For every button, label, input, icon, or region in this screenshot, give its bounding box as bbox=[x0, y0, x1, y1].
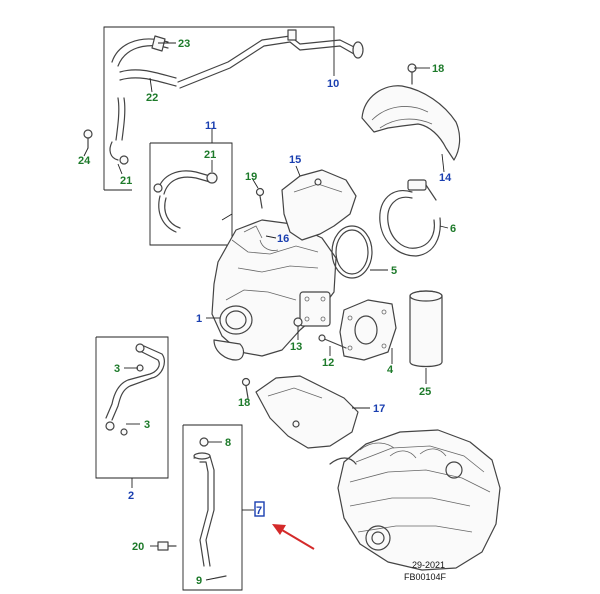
callout-9: 9 bbox=[196, 575, 202, 587]
callout-16: 16 bbox=[277, 233, 289, 245]
v-clamp-6 bbox=[379, 179, 441, 257]
engine-block bbox=[329, 429, 501, 571]
leader-lines bbox=[83, 42, 449, 581]
pipe-10 bbox=[177, 29, 364, 89]
callout-1: 1 bbox=[196, 313, 202, 325]
hose-21a bbox=[109, 141, 129, 165]
callout-23: 23 bbox=[178, 38, 190, 50]
red-arrow-icon bbox=[272, 524, 315, 550]
callout-18b: 18 bbox=[238, 397, 250, 409]
pipe-7 bbox=[193, 437, 227, 579]
callout-2: 2 bbox=[128, 490, 134, 502]
filter-25 bbox=[409, 290, 443, 368]
callout-13: 13 bbox=[290, 341, 302, 353]
stud-12 bbox=[318, 334, 347, 349]
bolt-13 bbox=[293, 317, 303, 327]
gasket-5 bbox=[331, 225, 373, 279]
callout-20: 20 bbox=[132, 541, 144, 553]
callout-14: 14 bbox=[439, 172, 452, 184]
turbocharger-1 bbox=[211, 219, 337, 361]
callout-3b: 3 bbox=[144, 419, 150, 431]
group-box-11 bbox=[149, 142, 233, 246]
callout-25: 25 bbox=[419, 386, 431, 398]
bolt-20 bbox=[157, 541, 177, 551]
callout-17: 17 bbox=[373, 403, 385, 415]
highlight-box-7 bbox=[254, 501, 265, 517]
bolt-18a bbox=[407, 63, 417, 85]
bolt-24 bbox=[83, 129, 93, 149]
callout-6: 6 bbox=[450, 223, 456, 235]
callout-11: 11 bbox=[205, 120, 217, 132]
callout-21a: 21 bbox=[204, 149, 216, 161]
pipe-2 bbox=[105, 343, 165, 436]
heat-shield-17 bbox=[255, 375, 359, 449]
hose-22 bbox=[115, 69, 177, 141]
callout-5: 5 bbox=[391, 265, 397, 277]
callout-labels: 1 2 3 3 4 5 6 7 8 9 10 11 12 13 14 15 16… bbox=[78, 38, 456, 587]
hose-23 bbox=[111, 35, 169, 67]
group-box-2 bbox=[95, 336, 169, 479]
footer-date: 29-2021 bbox=[412, 560, 445, 570]
group-box-7 bbox=[182, 424, 243, 591]
callout-12: 12 bbox=[322, 357, 334, 369]
callout-7: 7 bbox=[256, 505, 262, 517]
callout-22: 22 bbox=[146, 92, 158, 104]
callout-10: 10 bbox=[327, 78, 339, 90]
gasket-12 bbox=[339, 299, 397, 361]
heat-shield-15 bbox=[281, 169, 357, 241]
pipe-11 bbox=[153, 170, 218, 233]
footer-code: FB00104F bbox=[404, 572, 447, 582]
bolt-18b bbox=[241, 377, 251, 399]
bolt-19 bbox=[255, 187, 265, 209]
callout-3a: 3 bbox=[114, 363, 120, 375]
group-box-10 bbox=[103, 26, 335, 191]
callout-8: 8 bbox=[225, 437, 231, 449]
callout-15: 15 bbox=[289, 154, 301, 166]
callout-21b: 21 bbox=[120, 175, 132, 187]
callout-24: 24 bbox=[78, 155, 91, 167]
heat-shield-14 bbox=[361, 85, 461, 161]
callout-4: 4 bbox=[387, 364, 394, 376]
callout-18a: 18 bbox=[432, 63, 444, 75]
callout-19: 19 bbox=[245, 171, 257, 183]
